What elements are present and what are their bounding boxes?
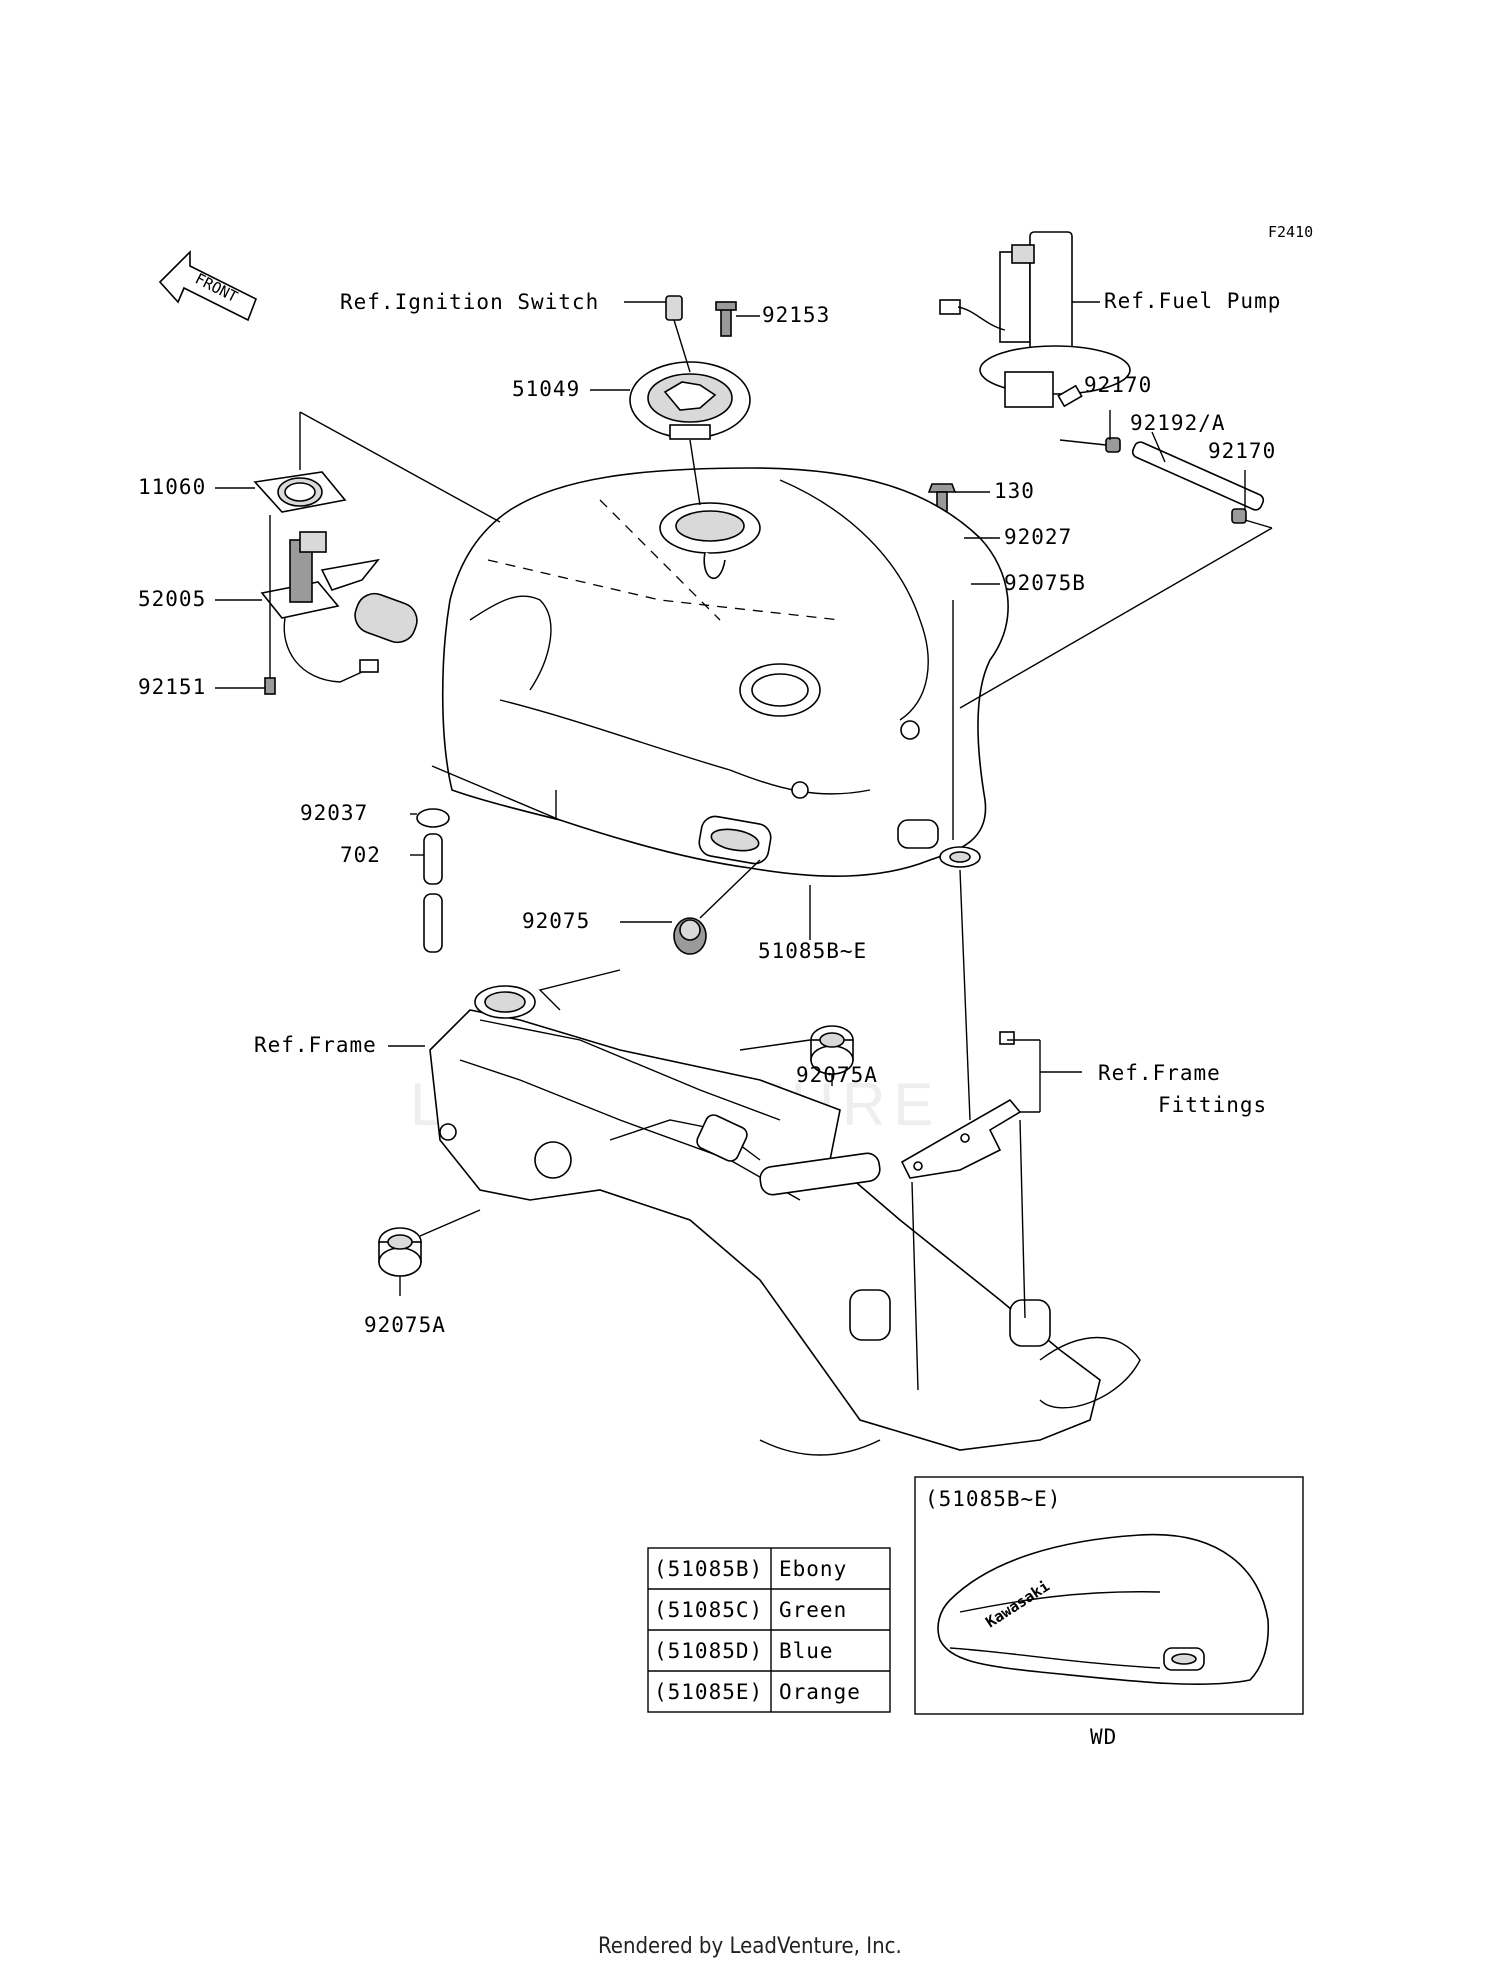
fuel-gauge-52005-part bbox=[260, 531, 418, 683]
figure-code: F2410 bbox=[1268, 223, 1313, 241]
fuel-pump-part bbox=[939, 231, 1131, 408]
label-92192: 92192/A bbox=[1130, 411, 1226, 435]
screw-92151-part bbox=[264, 677, 276, 695]
footer-credit: Rendered by LeadVenture, Inc. bbox=[598, 1934, 902, 1959]
gasket-11060-part bbox=[253, 471, 347, 513]
label-92075A-bottom: 92075A bbox=[364, 1313, 446, 1337]
fuel-tank-part bbox=[441, 467, 1009, 877]
table-cell-color: Blue bbox=[779, 1639, 834, 1663]
color-table: (51085B) Ebony (51085C) Green (51085D) B… bbox=[647, 1547, 891, 1713]
damper-92075A-lower-part bbox=[378, 1227, 422, 1277]
label-fuel-pump: Ref.Fuel Pump bbox=[1104, 289, 1281, 313]
label-92170-b: 92170 bbox=[1208, 439, 1276, 463]
label-92153: 92153 bbox=[762, 303, 830, 327]
clamp-92170-a-part bbox=[1105, 437, 1121, 453]
label-92151: 92151 bbox=[138, 675, 206, 699]
label-frame-fittings-2: Fittings bbox=[1158, 1093, 1267, 1117]
leader-lines bbox=[215, 301, 1273, 1391]
table-cell-code: (51085E) bbox=[654, 1680, 763, 1704]
table-cell-color: Ebony bbox=[779, 1557, 847, 1581]
inset-caption: WD bbox=[1090, 1725, 1117, 1749]
bolt-92153-part bbox=[715, 301, 737, 337]
table-cell-color: Green bbox=[779, 1598, 847, 1622]
table-cell-code: (51085C) bbox=[654, 1598, 763, 1622]
table-cell-code: (51085B) bbox=[654, 1557, 763, 1581]
ignition-switch-plug-part bbox=[665, 295, 683, 321]
label-702: 702 bbox=[340, 843, 381, 867]
frame-fittings-part bbox=[900, 1031, 1022, 1179]
label-51085: 51085B~E bbox=[758, 939, 867, 963]
label-51049: 51049 bbox=[512, 377, 580, 401]
inset-title: (51085B~E) bbox=[925, 1487, 1061, 1511]
damper-92075-part bbox=[673, 917, 707, 955]
label-frame: Ref.Frame bbox=[254, 1033, 377, 1057]
table-cell-code: (51085D) bbox=[654, 1639, 763, 1663]
frame-part bbox=[429, 969, 1141, 1456]
hose-92192-part bbox=[1131, 441, 1265, 511]
damper-92075A-upper-part bbox=[810, 1025, 854, 1075]
label-frame-fittings-1: Ref.Frame bbox=[1098, 1061, 1221, 1085]
label-92037: 92037 bbox=[300, 801, 368, 825]
label-92027: 92027 bbox=[1004, 525, 1072, 549]
clip-92037-part bbox=[416, 808, 450, 828]
clamp-92170-b-part bbox=[1231, 508, 1247, 524]
label-92075B: 92075B bbox=[1004, 571, 1086, 595]
label-92170-a: 92170 bbox=[1084, 373, 1152, 397]
label-52005: 52005 bbox=[138, 587, 206, 611]
label-ignition-switch: Ref.Ignition Switch bbox=[340, 290, 599, 314]
label-11060: 11060 bbox=[138, 475, 206, 499]
table-cell-color: Orange bbox=[779, 1680, 861, 1704]
inset-box: (51085B~E) Kawasaki WD bbox=[914, 1476, 1304, 1749]
fuel-cap-part bbox=[629, 361, 751, 440]
label-92075A-top: 92075A bbox=[796, 1063, 878, 1087]
label-130: 130 bbox=[994, 479, 1035, 503]
front-arrow-icon: FRONT bbox=[158, 250, 258, 322]
hose-702-part bbox=[423, 833, 443, 953]
label-92075: 92075 bbox=[522, 909, 590, 933]
